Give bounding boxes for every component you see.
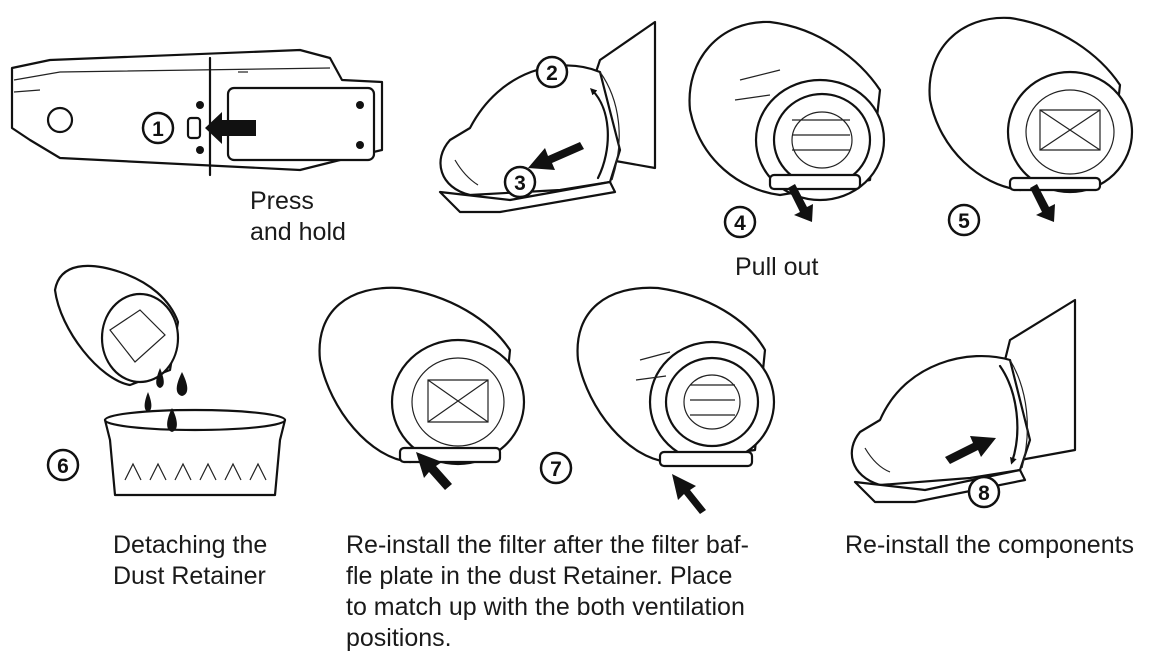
step-2-badge: 2 [535, 55, 569, 89]
step-8-number: 8 [978, 482, 990, 505]
step-5-badge: 5 [947, 203, 981, 237]
push-arrow-icon-step-8 [945, 436, 996, 464]
insert-arrow-icon-a [416, 452, 452, 490]
step-7-number: 7 [550, 458, 562, 481]
step-3-number: 3 [514, 172, 526, 195]
dust-retainer-illustration-step-5 [928, 16, 1134, 194]
step-2-number: 2 [546, 62, 558, 85]
step-4-number: 4 [734, 212, 746, 235]
step-4-badge: 4 [723, 205, 757, 239]
caption-detaching-dust-retainer: Detaching the Dust Retainer [113, 531, 268, 590]
caption-reinstall-components: Re-install the components [845, 531, 1135, 559]
caption-press-and-hold: Press and hold [250, 187, 346, 246]
step-1-number: 1 [152, 118, 164, 141]
slide-arrow-icon [528, 142, 584, 170]
caption-reinstall-filter: Re-install the filter after the filter b… [346, 531, 749, 652]
step-8-badge: 8 [967, 475, 1001, 509]
dust-retainer-emptying-illustration [53, 264, 287, 497]
step-1-badge: 1 [141, 111, 175, 145]
step-3-badge: 3 [503, 165, 537, 199]
filter-reinstall-illustration-b [576, 286, 776, 468]
step-6-badge: 6 [46, 448, 80, 482]
step-7-badge: 7 [539, 451, 573, 485]
filter-reinstall-illustration-a [318, 286, 526, 466]
pull-arrow-icon-step-5 [1030, 184, 1055, 222]
push-arrow-icon [205, 112, 256, 144]
step-5-number: 5 [958, 210, 970, 233]
caption-pull-out: Pull out [735, 253, 819, 281]
components-reinstall-illustration [850, 298, 1077, 504]
step-6-number: 6 [57, 455, 69, 478]
insert-arrow-icon-b [672, 474, 706, 514]
rotate-arrow-icon-step-8 [998, 364, 1019, 465]
dust-retainer-illustration-step-4 [688, 20, 886, 202]
vacuum-body-illustration [10, 48, 384, 177]
dust-retainer-illustration-detach [438, 20, 657, 214]
pull-arrow-icon-step-4 [788, 184, 813, 222]
rotate-arrow-icon [590, 88, 609, 180]
